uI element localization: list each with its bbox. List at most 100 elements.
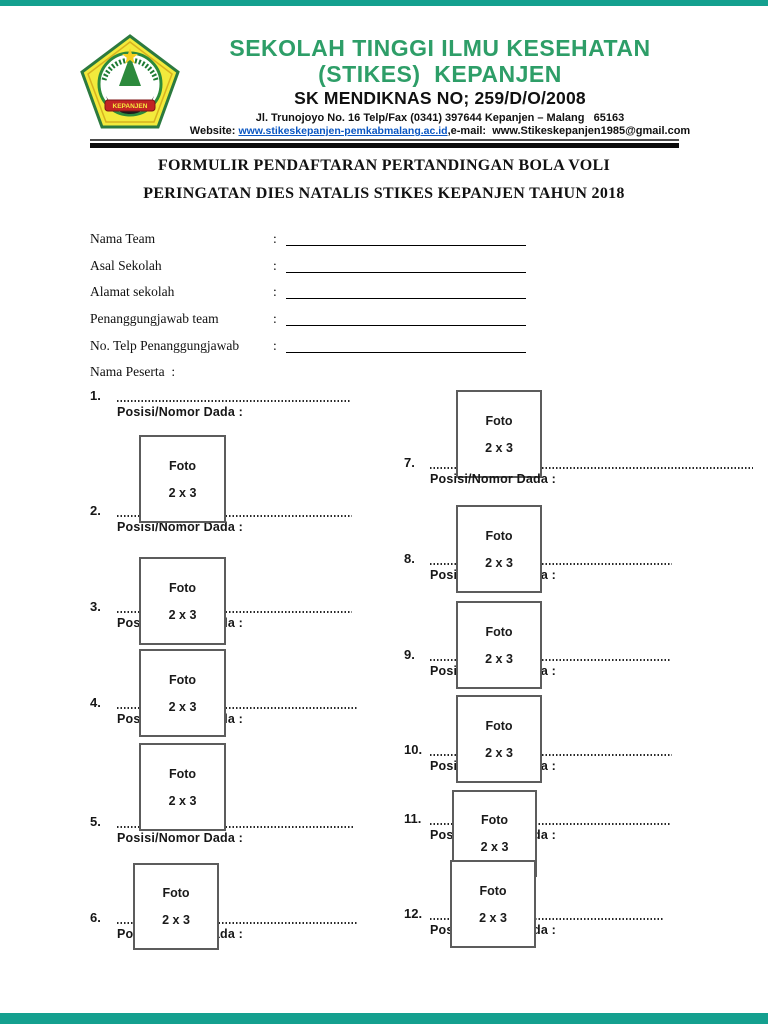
dotted-line bbox=[430, 753, 672, 756]
photo-box-label: Foto bbox=[485, 624, 513, 639]
website-link[interactable]: www.stikeskepanjen-pemkabmalang.ac.id bbox=[238, 125, 448, 137]
photo-box-label: Foto bbox=[480, 813, 509, 827]
dotted-line bbox=[117, 825, 353, 828]
field-colon: : bbox=[273, 231, 277, 246]
item-number: 4. bbox=[90, 695, 101, 710]
photo-box: Foto 2 x 3 bbox=[139, 743, 226, 831]
photo-box: Foto 2 x 3 bbox=[456, 390, 542, 478]
field-colon: : bbox=[273, 258, 277, 273]
field-row-asal-sekolah: Asal Sekolah : bbox=[90, 258, 526, 274]
photo-box: Foto 2 x 3 bbox=[450, 860, 536, 948]
website-line: Website: www.stikeskepanjen-pemkabmalang… bbox=[168, 125, 712, 137]
blank-line bbox=[286, 338, 526, 353]
field-colon: : bbox=[273, 284, 277, 299]
photo-box-size: 2 x 3 bbox=[485, 745, 513, 760]
photo-box-size: 2 x 3 bbox=[168, 793, 197, 808]
participant-item-11: 11. Posisi/Nomor Dada : bbox=[404, 811, 670, 842]
form-title-line2: PERINGATAN DIES NATALIS STIKES KEPANJEN … bbox=[143, 185, 625, 202]
photo-box-label: Foto bbox=[479, 883, 507, 898]
address-line: Jl. Trunojoyo No. 16 Telp/Fax (0341) 397… bbox=[255, 112, 625, 124]
item-number: 9. bbox=[404, 647, 415, 662]
participants-label: Nama Peserta : bbox=[90, 364, 176, 379]
position-label: Posisi/Nomor Dada : bbox=[430, 472, 557, 486]
field-label: No. Telp Penanggungjawab bbox=[90, 338, 240, 353]
item-number: 5. bbox=[90, 814, 101, 829]
email-text: ,e-mail: www.Stikeskepanjen1985@gmail.co… bbox=[447, 125, 691, 137]
website-prefix: Website: bbox=[189, 125, 239, 137]
viewer-bottom-bar bbox=[0, 1013, 768, 1024]
photo-box-size: 2 x 3 bbox=[168, 607, 197, 622]
blank-line bbox=[286, 231, 526, 246]
item-number: 2. bbox=[90, 503, 101, 518]
photo-box-size: 2 x 3 bbox=[162, 913, 190, 927]
blank-line bbox=[286, 311, 526, 326]
photo-box-size: 2 x 3 bbox=[168, 485, 197, 500]
school-name-line1: SEKOLAH TINGGI ILMU KESEHATAN bbox=[229, 35, 651, 61]
participant-item-5: 5. Posisi/Nomor Dada : bbox=[90, 814, 353, 845]
pentagon-crest-icon: KEPANJEN bbox=[80, 34, 180, 129]
header-divider bbox=[90, 139, 679, 148]
dotted-line bbox=[430, 658, 670, 661]
photo-box: Foto 2 x 3 bbox=[139, 435, 226, 523]
photo-box-size: 2 x 3 bbox=[480, 840, 509, 854]
dotted-line bbox=[430, 562, 672, 565]
svg-text:KEPANJEN: KEPANJEN bbox=[113, 103, 148, 110]
photo-box-label: Foto bbox=[485, 413, 513, 428]
form-title-line1: FORMULIR PENDAFTARAN PERTANDINGAN BOLA V… bbox=[157, 157, 611, 174]
dotted-line bbox=[117, 706, 358, 709]
participant-item-2: 2. Posisi/Nomor Dada : bbox=[90, 503, 352, 534]
viewer-top-bar bbox=[0, 0, 768, 6]
position-label: Posisi/Nomor Dada : bbox=[117, 831, 244, 845]
field-label: Asal Sekolah bbox=[90, 258, 162, 273]
field-label: Penanggungjawab team bbox=[90, 311, 219, 326]
photo-box-size: 2 x 3 bbox=[485, 440, 513, 455]
item-number: 8. bbox=[404, 551, 415, 566]
dotted-line bbox=[430, 917, 664, 920]
field-row-nama-team: Nama Team : bbox=[90, 231, 526, 247]
photo-box-label: Foto bbox=[168, 766, 197, 781]
letterhead: SEKOLAH TINGGI ILMU KESEHATAN (STIKES) K… bbox=[168, 35, 712, 137]
photo-box: Foto 2 x 3 bbox=[139, 649, 226, 737]
field-colon: : bbox=[273, 338, 277, 353]
photo-box: Foto 2 x 3 bbox=[456, 505, 542, 593]
photo-box-label: Foto bbox=[168, 458, 197, 473]
photo-box-label: Foto bbox=[485, 718, 513, 733]
field-colon: : bbox=[273, 311, 277, 326]
item-number: 12. bbox=[404, 906, 423, 921]
photo-box-size: 2 x 3 bbox=[479, 910, 507, 925]
photo-box-label: Foto bbox=[485, 528, 513, 543]
position-label: Posisi/Nomor Dada : bbox=[117, 520, 244, 534]
dotted-line bbox=[117, 610, 352, 613]
school-logo: KEPANJEN bbox=[79, 34, 181, 129]
photo-box: Foto 2 x 3 bbox=[456, 695, 542, 783]
dotted-line bbox=[430, 466, 753, 469]
item-number: 1. bbox=[90, 388, 101, 403]
form-title: FORMULIR PENDAFTARAN PERTANDINGAN BOLA V… bbox=[88, 157, 680, 203]
item-number: 3. bbox=[90, 599, 101, 614]
photo-box-size: 2 x 3 bbox=[168, 699, 197, 714]
dotted-line bbox=[430, 822, 670, 825]
divider-thick-line bbox=[90, 142, 679, 148]
item-number: 7. bbox=[404, 455, 415, 470]
item-number: 10. bbox=[404, 742, 423, 757]
field-row-alamat-sekolah: Alamat sekolah : bbox=[90, 284, 526, 300]
divider-thin-line bbox=[90, 139, 679, 141]
dotted-line bbox=[117, 921, 357, 924]
field-label: Nama Team bbox=[90, 231, 156, 246]
school-name-line2: (STIKES) KEPANJEN bbox=[318, 61, 562, 87]
field-label: Alamat sekolah bbox=[90, 284, 175, 299]
blank-line bbox=[286, 258, 526, 273]
dotted-line bbox=[117, 514, 352, 517]
participant-item-7: 7. Posisi/Nomor Dada : bbox=[404, 455, 753, 486]
position-label: Posisi/Nomor Dada : bbox=[117, 405, 244, 419]
photo-box-label: Foto bbox=[168, 580, 197, 595]
field-row-no-telp: No. Telp Penanggungjawab : bbox=[90, 338, 526, 354]
photo-box-label: Foto bbox=[168, 672, 197, 687]
participant-item-1: 1. Posisi/Nomor Dada : bbox=[90, 388, 350, 419]
photo-box-size: 2 x 3 bbox=[485, 555, 513, 570]
blank-line bbox=[286, 284, 526, 299]
item-number: 6. bbox=[90, 910, 101, 925]
